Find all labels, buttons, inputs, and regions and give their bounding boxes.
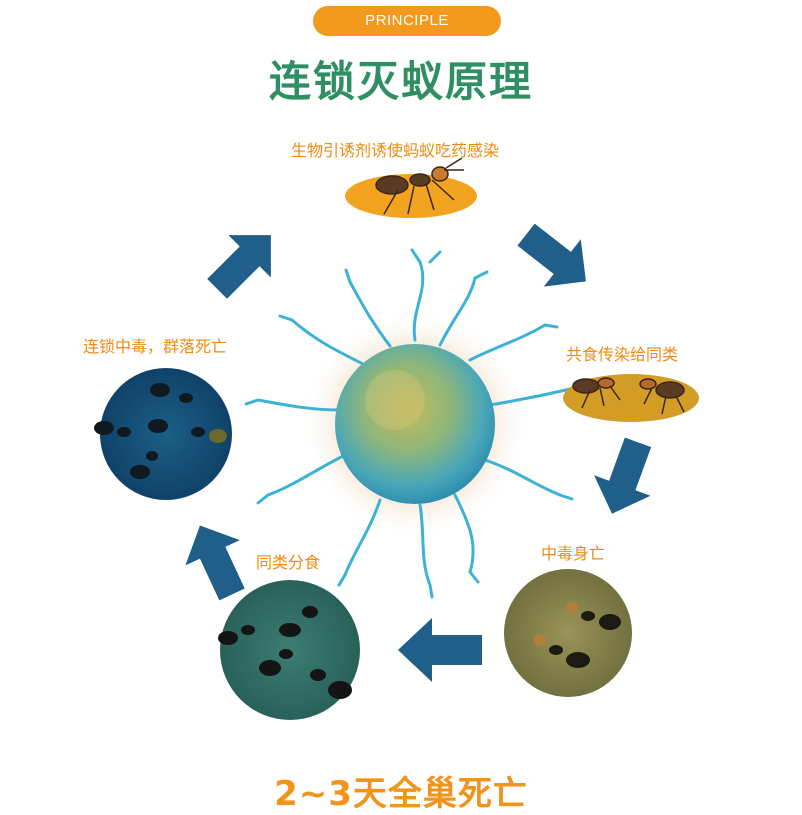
arrow-icon [207, 235, 271, 299]
footer-text: 2~3天全巢死亡 [274, 774, 528, 814]
principle-badge: PRINCIPLE [313, 6, 501, 36]
step-2-image [563, 374, 699, 422]
arrow-icon [185, 525, 245, 601]
arrow-icon [398, 618, 482, 682]
step-1-label: 生物引诱剂诱使蚂蚁吃药感染 [291, 141, 500, 160]
step-4-label: 同类分食 [256, 553, 321, 572]
step-4-image [218, 580, 360, 720]
arrow-icon [517, 223, 586, 287]
step-5-label: 连锁中毒，群落死亡 [83, 337, 228, 356]
step-3-image [504, 569, 632, 697]
arrow-icon [594, 437, 652, 514]
ant-icon [375, 157, 464, 215]
page-title: 连锁灭蚁原理 [268, 57, 533, 106]
step-3-label: 中毒身亡 [541, 544, 606, 563]
bacterium-icon [244, 248, 587, 599]
step-1-image [345, 157, 477, 218]
step-2-label: 共食传染给同类 [566, 345, 679, 364]
ant-icon [218, 606, 352, 699]
ant-icon [639, 378, 685, 415]
ant-icon [572, 377, 621, 409]
ant-icon [534, 602, 621, 668]
step-5-image [94, 368, 232, 500]
ant-icon [94, 383, 227, 479]
